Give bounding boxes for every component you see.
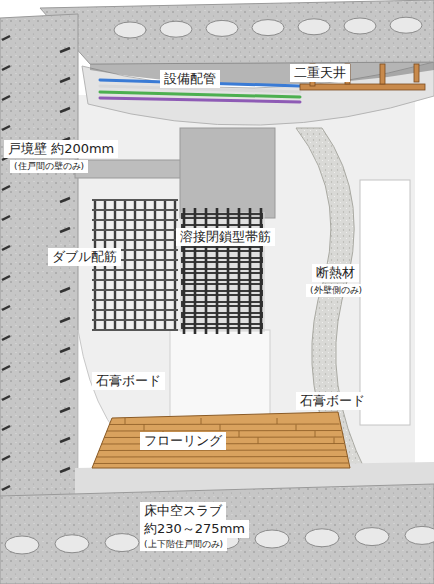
wall-panel <box>360 180 410 425</box>
slab-voids <box>5 17 434 554</box>
slab-void <box>405 526 434 544</box>
part-label: 約230～275mm <box>140 520 249 538</box>
part-label: 設備配管 <box>160 70 220 88</box>
welded-hoop-cage <box>180 208 265 334</box>
column-top <box>180 128 275 218</box>
slab-void <box>252 20 284 36</box>
part-label: フローリング <box>140 432 226 450</box>
part-label: 石膏ボード <box>92 372 165 390</box>
flooring <box>92 412 350 468</box>
ceiling-slab <box>40 0 434 64</box>
slab-void <box>390 17 422 33</box>
slab-void <box>206 20 238 36</box>
back-wall <box>75 95 415 480</box>
slab-void <box>344 18 376 34</box>
ceiling-void <box>90 62 434 85</box>
slab-void <box>298 19 330 35</box>
ceiling-board <box>82 62 434 125</box>
flooring-joints <box>94 418 349 464</box>
part-label: (住戸間の壁のみ) <box>10 160 88 173</box>
slab-void <box>160 21 192 37</box>
beam <box>75 160 185 178</box>
part-label: 二重天井 <box>290 64 350 82</box>
part-label: 床中空スラブ <box>140 502 226 520</box>
floor-slab <box>0 484 434 584</box>
part-label: 石膏ボード <box>296 392 369 410</box>
part-label: (上下階住戸間のみ) <box>140 538 227 551</box>
slab-void <box>355 528 389 546</box>
slab-void <box>55 535 89 553</box>
rebar-ends <box>2 36 70 562</box>
part-label: 断熱材 <box>312 264 359 282</box>
slab-void <box>5 536 39 554</box>
part-label: 溶接閉鎖型帯筋 <box>176 228 275 246</box>
slab-void <box>105 534 139 552</box>
slab-void <box>305 529 339 547</box>
slab-void <box>255 530 289 548</box>
part-label: ダブル配筋 <box>48 248 121 266</box>
part-label: 戸境壁 約200mm <box>4 140 118 158</box>
part-label: (外壁側のみ) <box>306 284 366 297</box>
slab-void <box>114 22 146 38</box>
